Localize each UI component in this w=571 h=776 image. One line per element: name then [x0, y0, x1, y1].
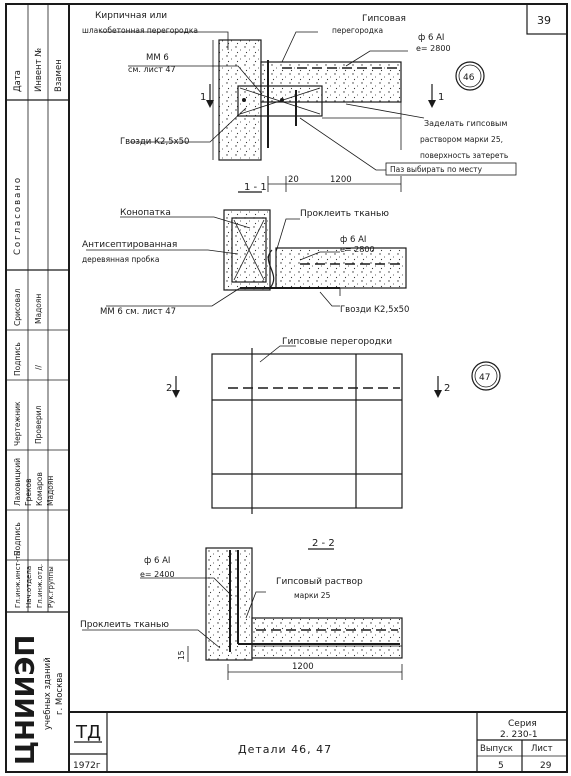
- stamp-agreed-label: Согласовано: [13, 176, 23, 255]
- elevation-frame: [211, 353, 403, 509]
- dim-20: 20: [288, 175, 299, 185]
- bubble-46-text: 46: [463, 73, 475, 83]
- dim-15: 15: [177, 650, 186, 660]
- series-value: 2. 230-1: [500, 730, 538, 740]
- stamp-role-4: Рук.группы: [47, 566, 55, 608]
- section-mark-2b: 2: [444, 383, 450, 394]
- label-tape-2: Проклеить тканью: [80, 620, 169, 630]
- rebar-spacing-46: е= 2800: [416, 44, 451, 53]
- rebar-11: ф 6 АI: [340, 235, 366, 245]
- panel-2-2: [251, 617, 403, 659]
- org-line2: г. Москва: [55, 673, 65, 715]
- label-mortar-2: марки 25: [294, 591, 331, 600]
- stamp-sign-mark: //: [34, 364, 43, 370]
- mm-ref-46: ММ 6: [146, 53, 169, 63]
- stamp-inv-label: Инвент №: [34, 48, 44, 92]
- label-tape-1: Проклеить тканью: [300, 209, 389, 219]
- sheet-label: Лист: [531, 744, 553, 754]
- stamp-role-2: Нач.отдела: [25, 566, 33, 608]
- section-mark-1b: 1: [438, 92, 444, 103]
- nails-46: Гвозди К2,5х50: [120, 137, 189, 147]
- stamp-mark: ТД: [75, 722, 101, 743]
- label-brick: Кирпичная или: [95, 11, 167, 21]
- stamp-copied-label: Срисовал: [13, 288, 22, 326]
- stamp-date-label: Дата: [13, 70, 23, 92]
- stamp-role-3: Гл.инж.отд.: [36, 564, 44, 608]
- label-brick-2: шлакобетонная перегородка: [82, 26, 198, 35]
- label-plug-2: деревянная пробка: [82, 255, 159, 264]
- label-gypsum: Гипсовая: [362, 14, 406, 24]
- label-gypsum-2: перегородка: [332, 26, 383, 35]
- mm-ref-11: ММ 6 см. лист 47: [100, 307, 176, 317]
- stamp-copied-name: Мадоян: [34, 294, 43, 324]
- stamp-name-2: Греков: [24, 479, 33, 507]
- section-label-2-2: 2 - 2: [312, 538, 335, 549]
- section-mark-2a: 2: [166, 383, 172, 394]
- groove-note: Паз выбирать по месту: [390, 165, 483, 174]
- label-plug: Антисептированная: [82, 240, 177, 250]
- seal-line-3: поверхность затереть: [420, 151, 508, 160]
- label-caulk: Конопатка: [120, 208, 171, 218]
- label-mortar: Гипсовый раствор: [276, 577, 363, 587]
- stamp-drawn-label: Чертежник: [13, 401, 22, 446]
- section-label-1-1: 1 - 1: [244, 182, 267, 193]
- stamp-replace-label: Взамен: [54, 59, 64, 92]
- sheet-year: 1972г: [73, 761, 101, 771]
- nails-11: Гвозди К2,5х50: [340, 305, 409, 315]
- stamp-name-3: Комаров: [35, 472, 44, 506]
- rebar-46: ф 6 АI: [418, 33, 444, 43]
- brick-wall: [218, 39, 262, 161]
- seal-line-1: Заделать гипсовым: [424, 119, 507, 128]
- detail-bubble-47: [471, 361, 501, 391]
- section-mark-1a: 1: [200, 92, 206, 103]
- bubble-47-text: 47: [479, 373, 490, 383]
- series-label: Серия: [508, 719, 537, 729]
- dim-1200-bottom: 1200: [292, 662, 314, 672]
- detail-section-2-2: 2 - 2 1200 15 ф 6 АI е= 2400 Гипсовый ра…: [80, 538, 403, 680]
- rebar-22: ф 6 АI: [144, 556, 170, 566]
- rebar-spacing-11: е= 2800: [340, 245, 375, 254]
- org-name: ЦНИИЭП: [11, 635, 41, 765]
- stamp-sign2-header: Подпись: [13, 342, 22, 376]
- sheet-title: Детали 46, 47: [238, 743, 332, 756]
- issue-value: 5: [498, 761, 504, 771]
- rebar-spacing-22: е= 2400: [140, 570, 175, 579]
- detail-46: 1 1 20 1200 1 - 1 46 Кирпичная или шлако…: [82, 11, 517, 193]
- detail-section-1-1: Конопатка Проклеить тканью Антисептирова…: [82, 208, 409, 317]
- wooden-plug: [231, 217, 267, 283]
- stamp-name-1: Лаховицкий: [13, 458, 22, 506]
- detail-bubble-46: [455, 61, 485, 91]
- detail-47: 2 2 47 Гипсовые перегородки: [166, 337, 501, 514]
- stamp-sign-header: Подпись: [13, 522, 22, 556]
- mm-ref2-46: см. лист 47: [128, 65, 176, 74]
- stamp-name-4: Мадоян: [46, 476, 55, 506]
- sheet-value: 29: [540, 761, 552, 771]
- embedded-plate: [237, 85, 323, 117]
- outer-frame: [5, 3, 568, 773]
- stamp-role-1: Гл.инж.инст-та: [14, 551, 22, 608]
- panel-section: [275, 247, 407, 289]
- issue-label: Выпуск: [480, 744, 513, 754]
- dim-1200-top: 1200: [330, 175, 352, 185]
- stamp-checked-label: Проверил: [34, 405, 43, 444]
- page-number: 39: [537, 14, 551, 27]
- org-line1: учебных зданий: [43, 657, 53, 730]
- seal-line-2: раствором марки 25,: [420, 135, 503, 144]
- label-gypsum-partitions: Гипсовые перегородки: [282, 337, 392, 347]
